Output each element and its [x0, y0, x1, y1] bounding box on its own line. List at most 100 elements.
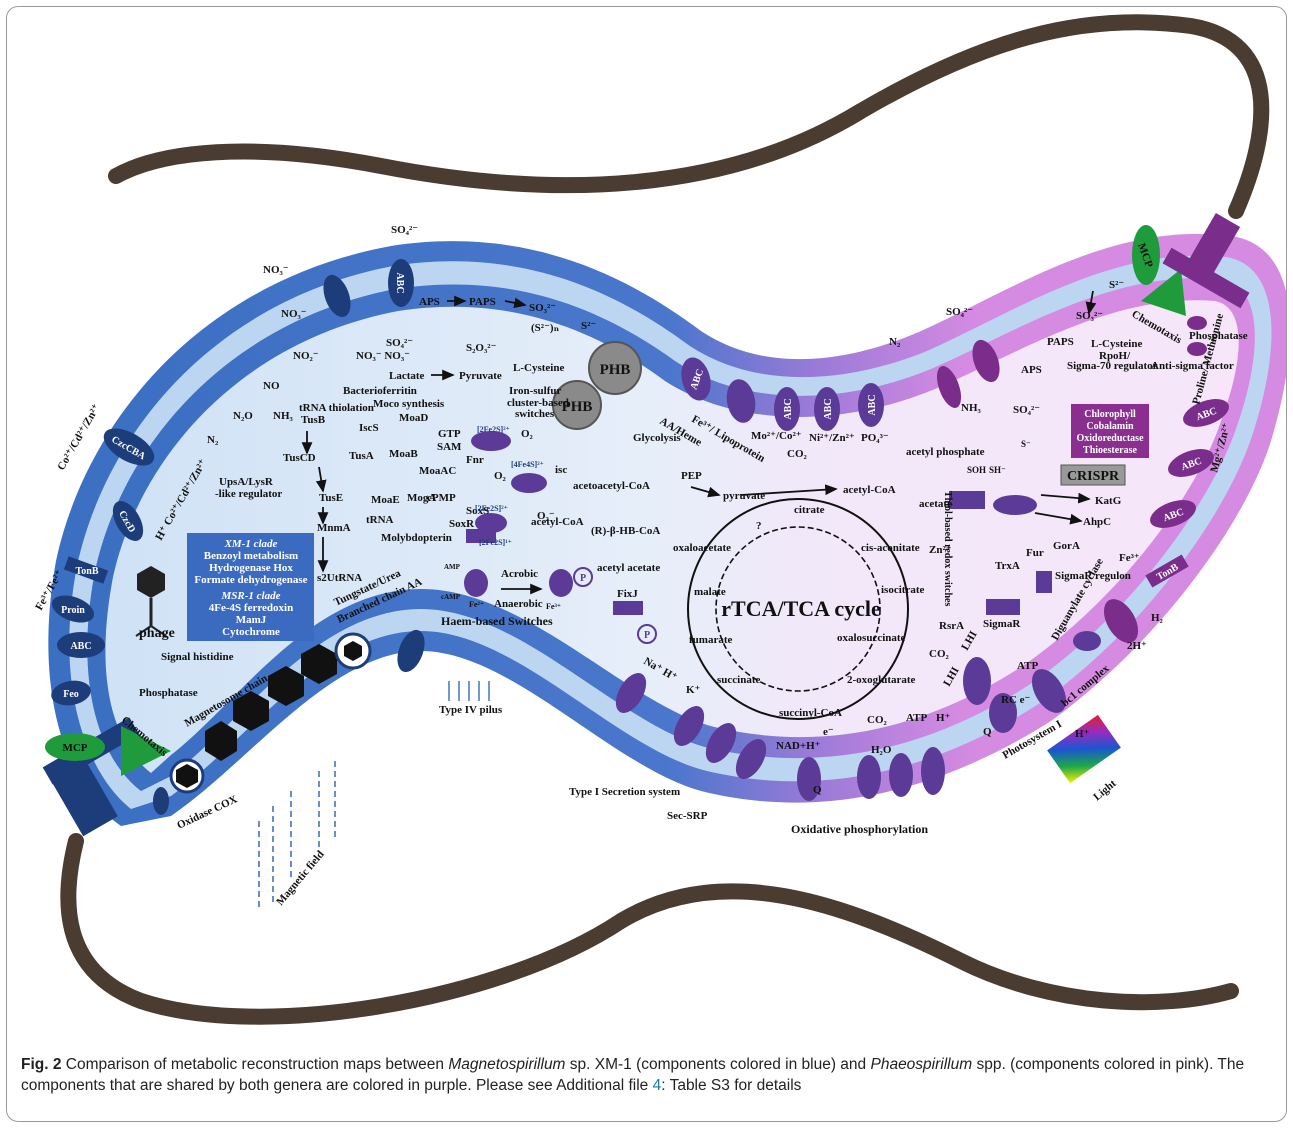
lbl-isc: isc [555, 464, 567, 476]
proin-transporter [51, 595, 95, 623]
tonb-label: TonB [76, 566, 99, 577]
flagellum-top [108, 14, 1270, 219]
lbl-soxr: SoxR [449, 518, 475, 530]
phage-head [137, 566, 165, 598]
abc-r3 [1150, 500, 1196, 528]
pink-anchor-cap [1162, 247, 1250, 309]
lbl-ni-zn: Ni²⁺/Zn²⁺ [809, 432, 855, 444]
lbl-no3-no3: NO₃⁻ NO₃⁻ [356, 350, 410, 362]
lbl-phosphatase-r: Phosphatase [1189, 330, 1248, 342]
phb-granule-2 [552, 380, 602, 430]
lbl-s-minus: S⁻ [1021, 439, 1031, 449]
ox-phos-2 [857, 755, 881, 799]
abc-shared-4 [814, 387, 840, 431]
fixj [613, 601, 643, 615]
xm1-clade-box [187, 533, 314, 641]
bc1-complex [1031, 669, 1067, 713]
lbl-citrate: citrate [794, 504, 825, 516]
lbl-molybdopterin: Molybdopterin [381, 532, 452, 544]
nat-transporter [615, 673, 647, 713]
lbl-camp: cAMP [441, 593, 461, 601]
abc-shared-2 [726, 379, 756, 423]
lbl-o2b: O₂ [494, 470, 507, 482]
lbl-glycolysis: Glycolysis [633, 432, 681, 444]
abc-top2-transporter [388, 259, 414, 307]
lbl-fe2s-c: [2Fe2S]¹⁺ [479, 538, 512, 547]
lbl-phage: phage [139, 626, 175, 641]
lbl-q-ps: Q [983, 726, 992, 738]
caption-genus-2: Phaeospirillum [870, 1056, 973, 1073]
lbl-rbhb: (R)-β-HB-CoA [591, 525, 660, 537]
phb-granule-1 [588, 341, 642, 395]
type-iv-pilus [448, 681, 490, 701]
tonb-transporter [63, 556, 109, 584]
crispr-box [1060, 464, 1126, 486]
lbl-rc: RC e⁻ [1001, 694, 1031, 706]
lbl-amp: AMP [444, 563, 461, 571]
lbl-succinyl-coa: succinyl-CoA [779, 707, 842, 719]
lbl-fnr: Fnr [466, 454, 484, 466]
lbl-h-r: H⁺ [1075, 728, 1090, 740]
abc-shared-1 [681, 357, 711, 401]
czcd-transporter [112, 501, 144, 541]
caption-label: Fig. 2 [21, 1056, 62, 1073]
lbl-fixj: FixJ [617, 588, 638, 600]
lbl-trxa: TrxA [995, 560, 1020, 572]
lbl-acetyl-acetate: acetyl acetate [597, 562, 660, 574]
lbl-oxaloacetate: oxaloacetate [673, 542, 731, 554]
abc-left-transporter [57, 632, 105, 658]
haem-switch [464, 569, 488, 597]
kt-transporter [673, 706, 705, 746]
lbl-tuscd: TusCD [283, 452, 316, 464]
lbl-magnetic: Magnetic field [274, 848, 327, 907]
lhi-1 [963, 657, 991, 705]
abc-pink-1 [936, 366, 962, 408]
lbl-fumarate: fumarate [689, 634, 732, 646]
phospho-p-1-label: P [580, 573, 586, 584]
lbl-anaerobic: Anaerobic [494, 598, 543, 610]
phospho-p-1 [573, 567, 593, 587]
sigmar-regulon-box [1036, 571, 1052, 593]
lbl-fe3: Fe³⁺ [546, 602, 561, 611]
chemotaxis-triangle-right [1141, 269, 1186, 316]
lbl-moaac: MoaAC [419, 465, 456, 477]
chlorophyll-box [1071, 404, 1149, 458]
chemotaxis-triangle-left [121, 726, 171, 776]
lbl-malate: malate [694, 586, 726, 598]
lbl-no3-top: NO₃⁻ [263, 264, 289, 276]
lbl-po4: PO₄³⁻ [861, 432, 889, 444]
msr-item-3: Cytochrome [222, 626, 280, 638]
hydrogenase [1103, 599, 1139, 643]
lbl-phosphatase-l: Phosphatase [139, 687, 198, 699]
anti-sigma-right [1187, 342, 1207, 356]
lbl-lcys: L-Cysteine [513, 362, 564, 374]
flagellum-bottom [60, 833, 1239, 1025]
abc-r2 [1168, 449, 1214, 477]
lbl-sam: SAM [437, 441, 462, 453]
abc-left-label: ABC [70, 641, 91, 652]
lbl-nh3: NH₃ [273, 410, 294, 422]
lbl-iron-sulfur: Iron-sulfur [509, 385, 561, 397]
phospho-p-2-label: P [644, 630, 650, 641]
haem-switch-2 [549, 569, 573, 597]
lbl-s2: S²⁻ [581, 320, 596, 332]
figure-caption: Fig. 2 Comparison of metabolic reconstru… [21, 1055, 1283, 1096]
lbl-lactate: Lactate [389, 370, 425, 382]
lbl-moco: Moco synthesis [373, 398, 445, 410]
lbl-succinate: succinate [717, 674, 761, 686]
lbl-nh3-r: NH₃ [961, 402, 982, 414]
fur-protein [993, 495, 1037, 515]
lbl-lcys-r: L-Cysteine [1091, 338, 1142, 350]
chl-item-4: Thioesterase [1083, 445, 1137, 456]
lbl-trna: tRNA [366, 514, 394, 526]
lbl-s2utrna: s2UtRNA [317, 572, 362, 584]
lbl-h2b: 2H⁺ [1127, 640, 1147, 652]
tca-cycle-inner [715, 526, 881, 692]
lbl-rsra: RsrA [939, 620, 964, 632]
xm1-item-2: Hydrogenase Hox [209, 562, 293, 574]
feo-transporter [51, 680, 91, 706]
additional-file-link[interactable]: 4 [652, 1076, 662, 1094]
figure-frame: PHB PHB rTCA/TCA cycle XM-1 clade Benzoy… [6, 6, 1287, 1122]
lbl-no2: NO₂⁻ [293, 350, 319, 362]
abc-shared-4-label: ABC [823, 398, 834, 419]
